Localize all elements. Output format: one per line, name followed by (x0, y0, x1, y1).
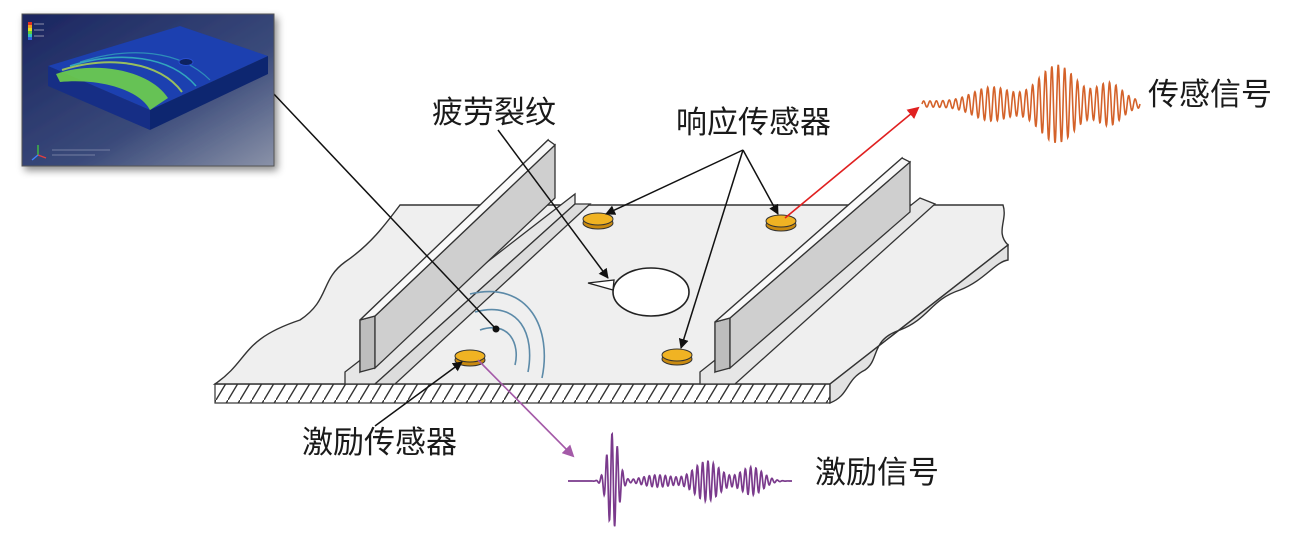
plate-section-hatch (214, 383, 831, 404)
crack-notch (587, 279, 615, 291)
wave-rings (469, 291, 546, 379)
axis-triad-icon (31, 145, 47, 161)
response-leader-arrow-2 (742, 149, 779, 215)
fatigue-crack-label: 疲劳裂纹 (432, 95, 556, 131)
response-sensor-3 (661, 348, 693, 366)
excitation-sensor (454, 349, 486, 367)
inset-wave-front (56, 67, 168, 110)
excitation-signal-arrow (477, 359, 575, 458)
response-leader-arrow-3 (678, 149, 744, 349)
inset-connector-line (271, 91, 497, 330)
leader-lines (271, 91, 779, 427)
fem-simulation-inset (21, 13, 275, 167)
response-sensor-label: 响应传感器 (676, 105, 831, 141)
sensing-signal-label: 传感信号 (1148, 77, 1272, 113)
sensors (454, 212, 797, 367)
right-stiffener (699, 156, 937, 385)
plate-right-edge (829, 243, 1009, 405)
sensing-signal-waveform (921, 64, 1141, 143)
inset-slab-side (150, 56, 268, 130)
sensing-signal-arrow (784, 106, 920, 219)
response-sensor-1 (582, 212, 614, 230)
inset-slab-front (48, 66, 150, 130)
inset-slab-top (48, 26, 268, 110)
inset-connector-dot (492, 325, 500, 333)
excitation-sensor-leader-arrow (374, 361, 463, 427)
excitation-signal-waveform (568, 431, 793, 527)
hole-with-crack (587, 267, 690, 317)
crack-leader-arrow (497, 129, 609, 279)
excitation-sensor-label: 激励传感器 (302, 425, 457, 461)
hole (612, 267, 690, 317)
excitation-signal-label: 激励信号 (815, 455, 939, 491)
response-sensor-2 (765, 214, 797, 232)
color-legend-icon (28, 22, 44, 40)
response-leader-arrow-1 (605, 149, 744, 215)
left-stiffener (344, 138, 592, 385)
